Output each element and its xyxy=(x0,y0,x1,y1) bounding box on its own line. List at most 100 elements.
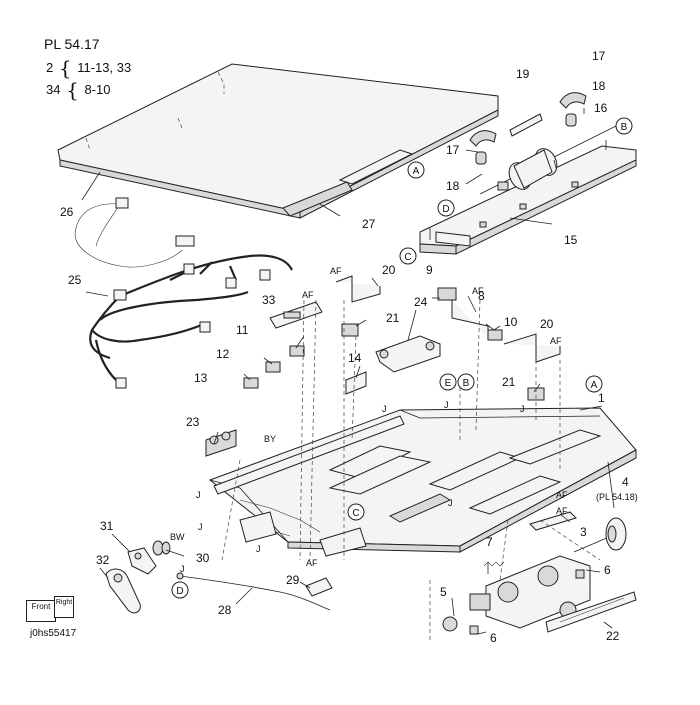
part-14 xyxy=(345,371,367,395)
part-num-24: 24 xyxy=(414,295,428,309)
part-num-9: 9 xyxy=(426,263,433,277)
part-num-21a: 21 xyxy=(386,311,400,325)
brace-qty: 2 xyxy=(46,60,54,75)
part-num-28: 28 xyxy=(218,603,232,617)
part-num-27: 27 xyxy=(362,217,376,231)
svg-text:E: E xyxy=(445,378,452,389)
circled-callouts: A A B B C C D D E xyxy=(171,117,633,599)
orientation-indicator: Front Right xyxy=(26,594,74,622)
svg-text:C: C xyxy=(352,508,359,519)
part-num-12: 12 xyxy=(216,347,230,361)
part-num-4: 4 xyxy=(622,475,629,489)
callout-c: C xyxy=(399,247,417,265)
part-num-17b: 17 xyxy=(446,143,460,157)
by-label: BY xyxy=(264,434,276,444)
gear-30-part xyxy=(152,540,171,556)
callout-b: B xyxy=(615,117,633,135)
af-label: AF xyxy=(306,558,318,568)
bracket-29-part xyxy=(305,577,333,597)
brace-line-2: 34 { 8-10 xyxy=(46,78,110,102)
part-num-16: 16 xyxy=(594,101,608,115)
lever-32-part xyxy=(105,568,141,614)
j-label: J xyxy=(520,404,525,414)
part-num-31: 31 xyxy=(100,519,114,533)
sensor-11-12-13-parts xyxy=(243,345,305,389)
shaft-4-part xyxy=(573,517,627,553)
j-label: J xyxy=(198,522,203,532)
part-num-6b: 6 xyxy=(490,631,497,645)
svg-text:D: D xyxy=(176,586,183,597)
sheet-19-part xyxy=(509,113,543,137)
part-num-15: 15 xyxy=(564,233,578,247)
part-num-20b: 20 xyxy=(540,317,554,331)
wire-harness-part xyxy=(74,197,293,389)
plate-reference: PL 54.17 xyxy=(44,36,100,52)
svg-text:B: B xyxy=(621,122,628,133)
svg-text:D: D xyxy=(442,204,449,215)
part-num-21b: 21 xyxy=(502,375,516,389)
part-num-7: 7 xyxy=(486,535,493,549)
svg-text:B: B xyxy=(463,378,470,389)
part-num-13: 13 xyxy=(194,371,208,385)
part-number-labels: 1 3 4 5 6 6 7 8 9 10 11 12 13 14 15 16 1… xyxy=(60,49,629,645)
plate-ref-sublabel: (PL 54.18) xyxy=(596,492,638,502)
callout-d: D xyxy=(437,199,455,217)
j-label: J xyxy=(196,490,201,500)
part-num-26: 26 xyxy=(60,205,74,219)
part-num-32: 32 xyxy=(96,553,110,567)
af-label: AF xyxy=(556,490,568,500)
left-rail-part xyxy=(205,415,405,495)
part-num-8: 8 xyxy=(478,289,485,303)
brace-line-1: 2 { 11-13, 33 xyxy=(46,56,131,80)
sub-labels: (PL 54.18) AF AF AF AF AF AF AF J J J J … xyxy=(170,266,638,574)
part-num-14: 14 xyxy=(348,351,362,365)
leader-lines xyxy=(81,108,615,640)
sensor-10-part xyxy=(487,329,503,341)
part-num-1: 1 xyxy=(598,391,605,405)
brace-symbol: { xyxy=(66,78,79,102)
part-num-18a: 18 xyxy=(592,79,606,93)
orientation-right: Right xyxy=(54,596,74,618)
part-num-20a: 20 xyxy=(382,263,396,277)
brace-items: 8-10 xyxy=(84,82,111,97)
bearing-part xyxy=(469,92,587,165)
j-label: J xyxy=(180,564,185,574)
callout-b: B xyxy=(457,373,475,391)
part-num-25: 25 xyxy=(68,273,82,287)
callout-c: C xyxy=(347,503,365,521)
j-label: J xyxy=(444,400,449,410)
bracket-21-part xyxy=(341,323,545,401)
top-cover-part xyxy=(57,63,499,219)
guide-22-part xyxy=(545,591,637,633)
part-num-23: 23 xyxy=(186,415,200,429)
roller-housing-part xyxy=(419,140,637,255)
svg-text:A: A xyxy=(591,380,598,391)
part-num-6a: 6 xyxy=(604,563,611,577)
callout-e: E xyxy=(439,373,457,391)
orientation-front: Front xyxy=(26,600,56,622)
part-num-22: 22 xyxy=(606,629,620,643)
bracket-24-part xyxy=(375,335,441,373)
part-num-17a: 17 xyxy=(592,49,606,63)
part-num-5: 5 xyxy=(440,585,447,599)
j-label: J xyxy=(448,498,453,508)
bracket-8-part xyxy=(451,300,489,338)
callout-a: A xyxy=(585,375,603,393)
brace-symbol: { xyxy=(58,56,72,80)
part-num-29: 29 xyxy=(286,573,300,587)
svg-text:C: C xyxy=(404,252,411,263)
feed-assembly-part xyxy=(469,555,591,629)
af-label: AF xyxy=(472,286,484,296)
callout-a: A xyxy=(407,161,425,179)
sheet-3-part xyxy=(529,511,577,531)
feed-roller-part xyxy=(479,125,617,195)
af-label: AF xyxy=(556,506,568,516)
svg-text:A: A xyxy=(413,166,420,177)
part-num-33: 33 xyxy=(262,293,276,307)
arm-31-part xyxy=(127,547,157,575)
bracket-9-part xyxy=(437,287,457,301)
main-frame-part xyxy=(208,407,637,557)
part-num-3: 3 xyxy=(580,525,587,539)
